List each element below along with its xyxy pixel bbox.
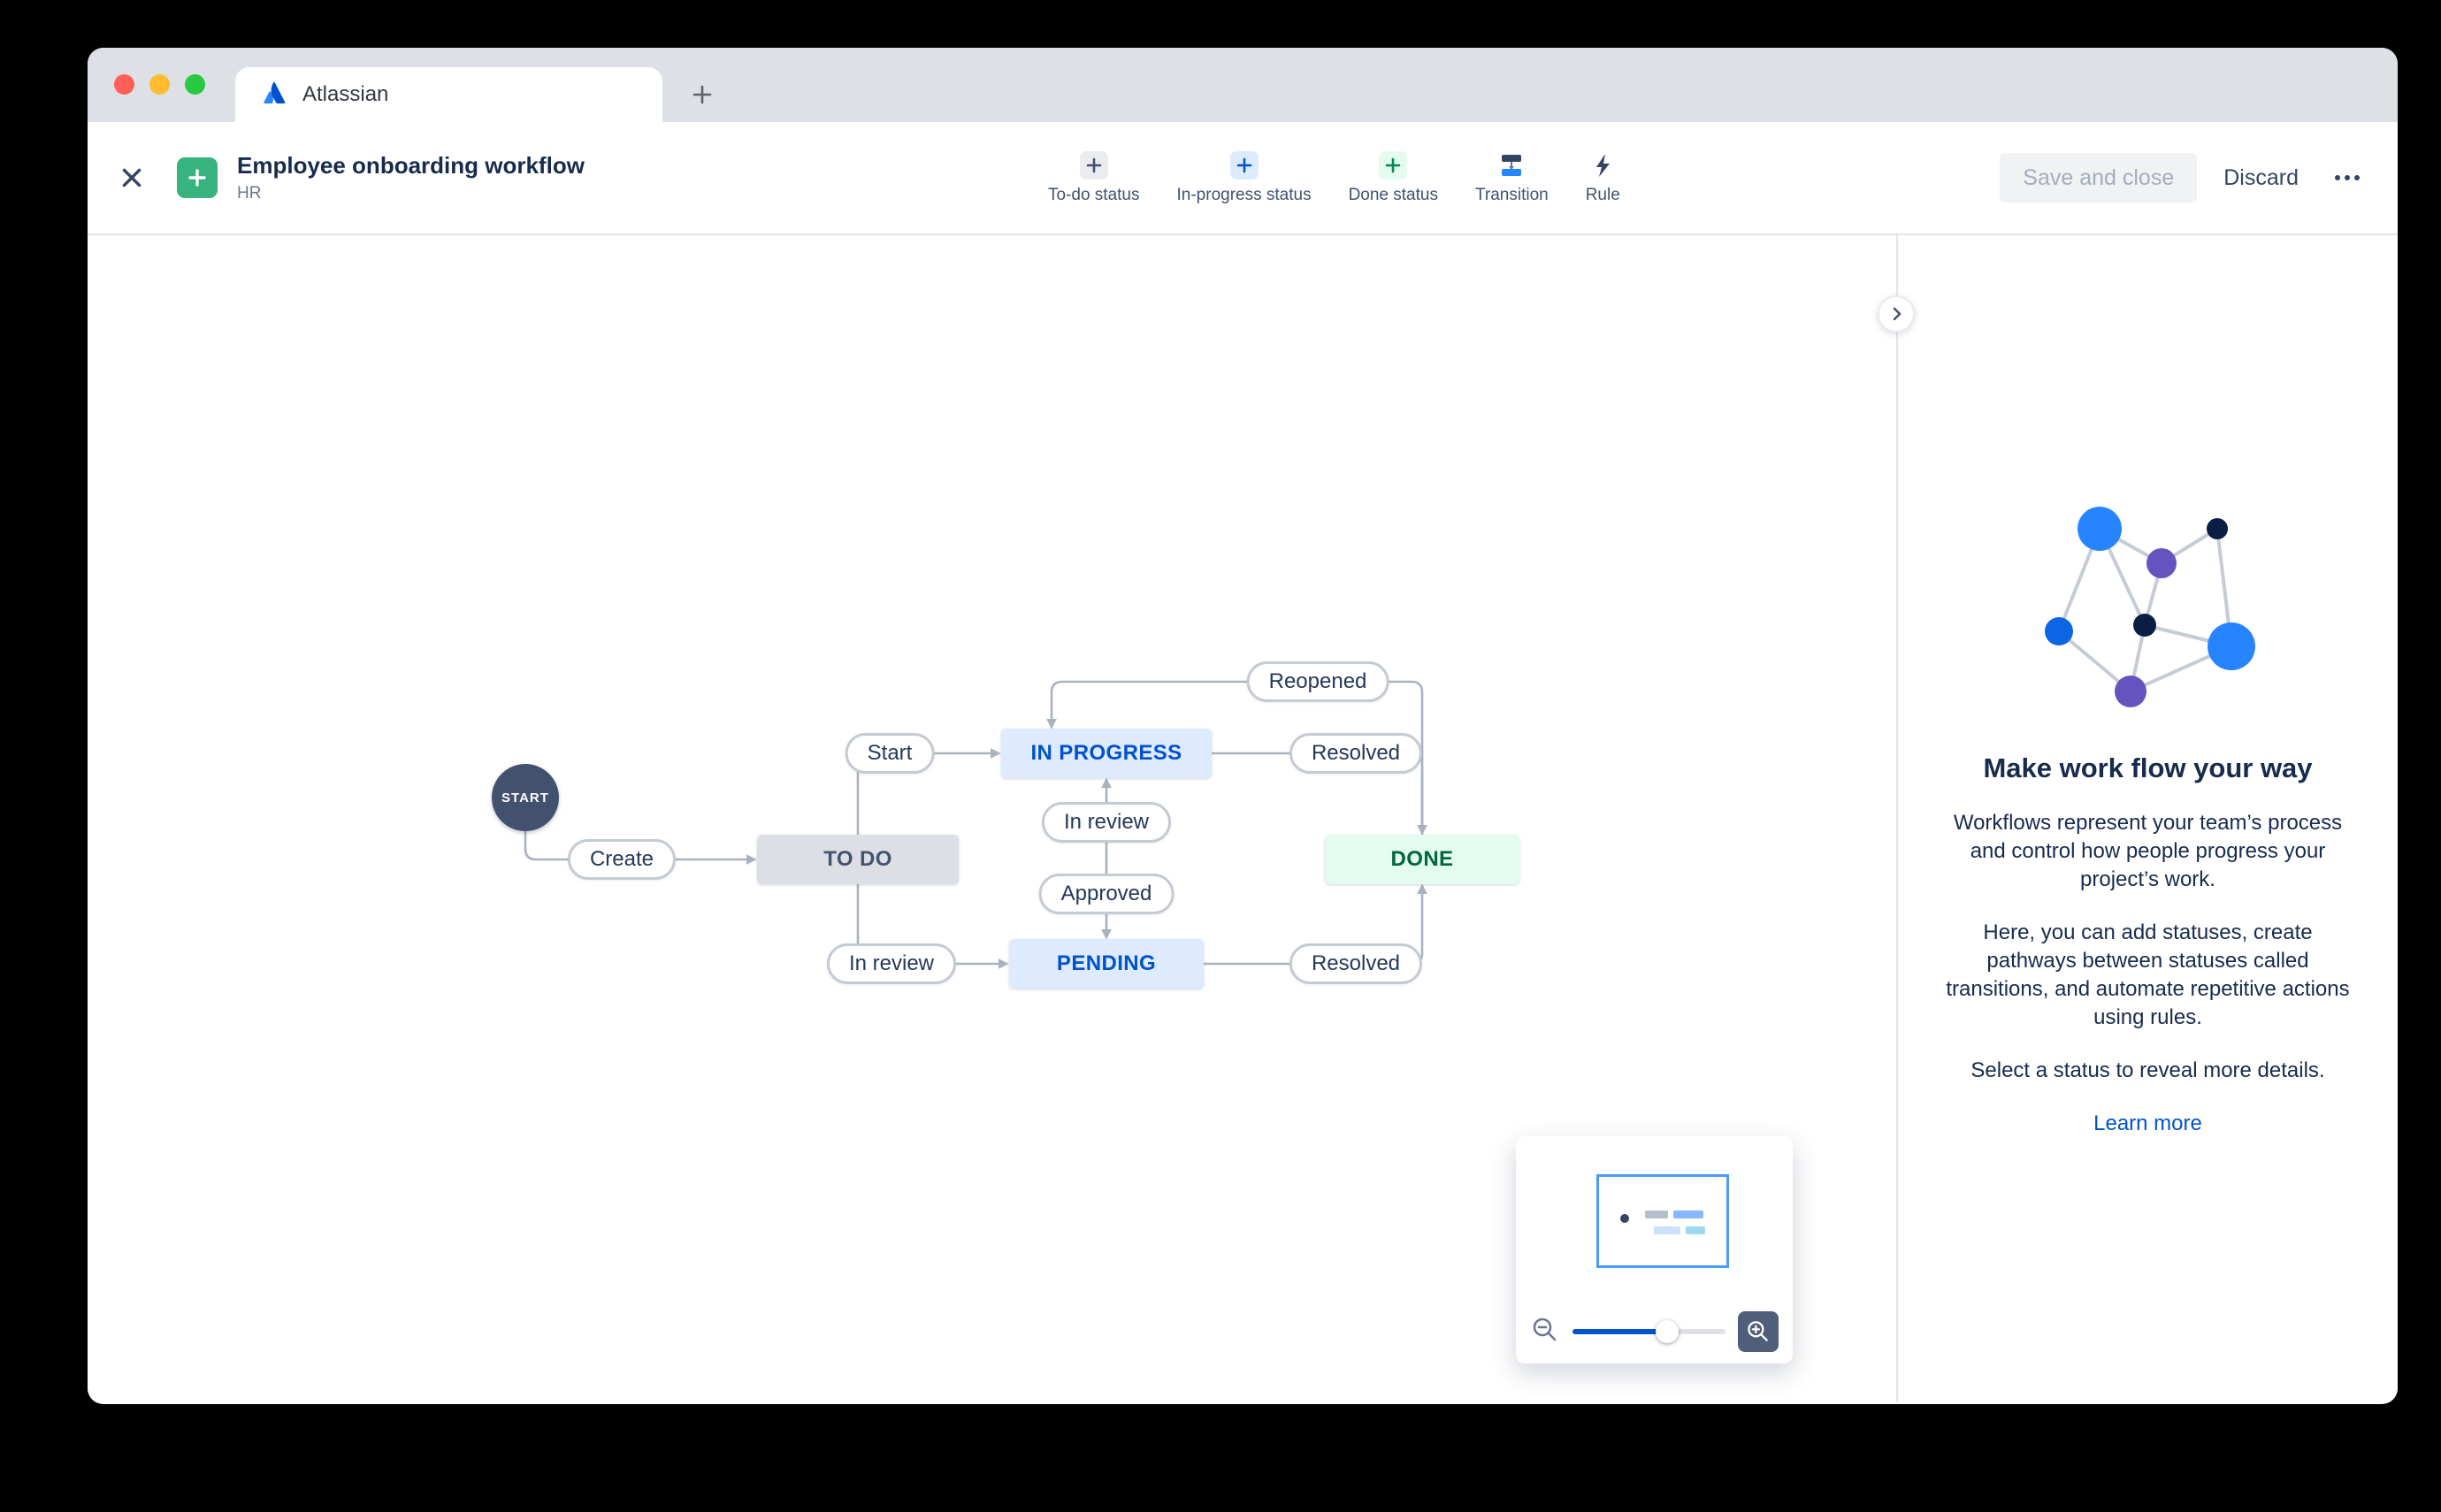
panel-paragraph-2: Here, you can add statuses, create pathw… [1946,920,2350,1029]
new-tab-button[interactable] [682,74,723,115]
close-icon [122,168,142,187]
minimap-node [1673,1210,1703,1218]
workflow-network-illustration [2044,507,2255,707]
minimap-node [1654,1226,1680,1234]
tab-title: Atlassian [302,82,389,106]
traffic-lights [114,74,205,95]
chevron-right-icon [1893,307,1902,321]
title-block: Employee onboarding workflow HR [237,152,585,203]
minimap-node [1686,1226,1705,1234]
status-done[interactable]: DONE [1325,835,1519,884]
plus-icon [693,85,712,104]
atlassian-logo-icon [260,79,288,111]
panel-paragraph-3: Select a status to reveal more details. [1970,1058,2325,1082]
learn-more-link[interactable]: Learn more [2093,1111,2202,1135]
panel-paragraph-1: Workflows represent your team’s process … [1953,811,2343,891]
transition-approved[interactable]: Approved [1038,874,1175,914]
zoom-out-icon[interactable] [1530,1315,1560,1349]
window-close-button[interactable] [114,74,134,95]
add-todo-status-button[interactable]: To-do status [1048,150,1140,205]
panel-collapse-button[interactable] [1878,295,1915,332]
zoom-slider-handle[interactable] [1656,1320,1680,1343]
add-inprogress-status-button[interactable]: In-progress status [1176,150,1312,205]
transition-reopened[interactable]: Reopened [1246,661,1389,702]
add-done-status-button[interactable]: Done status [1348,150,1438,205]
transition-in-review-bottom[interactable]: In review [826,943,957,984]
minimap-start-dot [1620,1214,1629,1223]
window-zoom-button[interactable] [185,74,205,95]
editor-header: Employee onboarding workflow HR To-do st… [88,122,2398,235]
toolbar-label: Done status [1348,185,1438,204]
transition-start[interactable]: Start [845,733,935,774]
toolbar-label: Rule [1585,185,1620,204]
workflow-add-icon [177,157,218,198]
browser-tab[interactable]: Atlassian [235,67,662,122]
more-options-button[interactable] [2325,156,2369,200]
save-and-close-button[interactable]: Save and close [2000,153,2198,202]
close-editor-button[interactable] [110,156,154,200]
toolbar-label: In-progress status [1176,185,1312,204]
header-actions: Save and close Discard [2000,122,2369,233]
toolbar-label: To-do status [1048,185,1140,204]
done-plus-icon [1379,150,1408,179]
workflow-canvas[interactable]: START TO DO IN PROGRESS PENDING DONE Cre… [88,235,1896,1402]
status-in-progress[interactable]: IN PROGRESS [1001,729,1212,778]
transition-icon [1497,151,1526,179]
zoom-slider-fill [1572,1329,1668,1334]
minimap-viewport[interactable] [1596,1174,1729,1268]
add-rule-button[interactable]: Rule [1586,151,1620,205]
zoom-in-button[interactable] [1738,1311,1779,1352]
window-minimize-button[interactable] [149,74,170,95]
editor-toolbar: To-do status In-progress status Done sta… [1048,122,1620,233]
info-panel: Make work flow your way Workflows repres… [1896,235,2398,1402]
browser-window: Atlassian Employee onboarding workflow H… [88,48,2398,1404]
minimap-panel [1516,1136,1793,1363]
rule-lightning-icon [1588,151,1617,179]
transition-create[interactable]: Create [567,839,677,880]
status-pending[interactable]: PENDING [1009,939,1204,989]
todo-plus-icon [1079,150,1108,179]
inprogress-plus-icon [1229,150,1259,179]
page-title: Employee onboarding workflow [237,152,585,179]
project-label: HR [237,184,262,202]
transition-resolved-bottom[interactable]: Resolved [1289,943,1423,984]
transition-resolved-top[interactable]: Resolved [1289,733,1423,774]
add-transition-button[interactable]: Transition [1475,151,1549,205]
zoom-slider[interactable] [1572,1320,1726,1343]
panel-heading: Make work flow your way [1983,752,2313,783]
discard-button[interactable]: Discard [2223,164,2299,190]
more-dots-icon [2335,175,2360,180]
editor-content: START TO DO IN PROGRESS PENDING DONE Cre… [88,235,2398,1402]
zoom-in-icon [1748,1321,1768,1341]
minimap-node [1645,1210,1668,1218]
status-to-do[interactable]: TO DO [757,835,959,884]
browser-chrome: Atlassian [88,48,2398,122]
transition-in-review-mid[interactable]: In review [1041,802,1172,843]
toolbar-label: Transition [1474,185,1549,204]
start-node[interactable]: START [492,764,559,831]
zoom-controls [1516,1309,1793,1355]
